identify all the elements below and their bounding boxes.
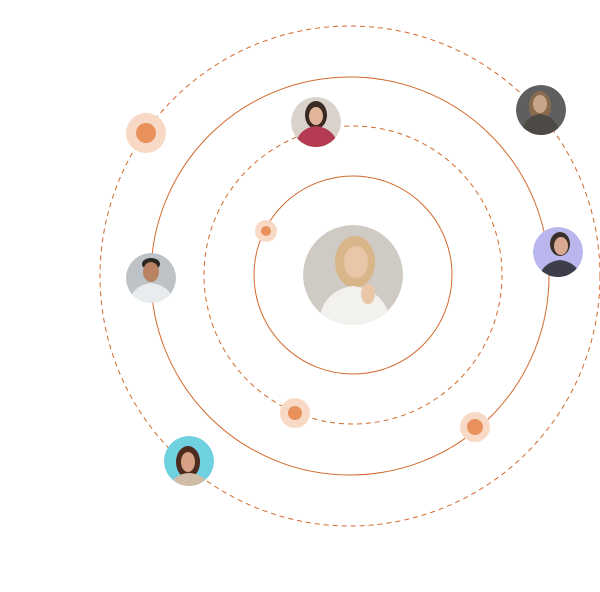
avatar-bottom-left-teal[interactable] bbox=[164, 436, 214, 490]
avatar-top-right-grey[interactable] bbox=[516, 85, 566, 138]
avatar-right-purple[interactable] bbox=[533, 227, 583, 280]
orbit-dot-4 bbox=[460, 412, 490, 442]
orbit-ring-third-dashed bbox=[203, 125, 503, 425]
orbit-dot-2 bbox=[255, 220, 277, 242]
orbit-dot-3 bbox=[280, 398, 310, 428]
center-avatar[interactable] bbox=[303, 225, 403, 325]
orbit-dot-1 bbox=[126, 113, 166, 153]
orbit-ring-inner-solid bbox=[253, 175, 453, 375]
avatar-top-pink[interactable] bbox=[291, 97, 341, 150]
orbit-ring-outer-dashed bbox=[99, 25, 600, 527]
avatar-left-man[interactable] bbox=[126, 253, 176, 305]
